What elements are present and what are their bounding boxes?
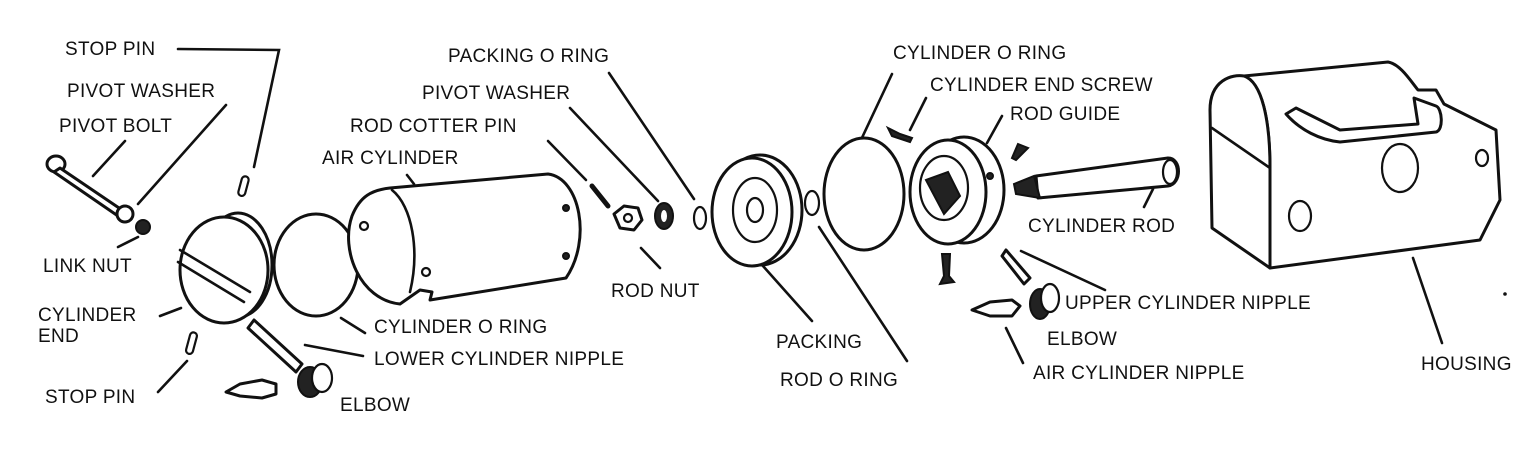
rod-guide-part (908, 135, 1006, 246)
label-link-nut: LINK NUT (43, 256, 132, 277)
pivot-bolt-part (45, 154, 151, 235)
lower-nipple-elbow-part (224, 318, 334, 400)
label-rod-o-ring: ROD O RING (780, 370, 899, 391)
cylinder-end-screw-part (885, 125, 914, 144)
label-cylinder-end-line1: CYLINDER (38, 305, 137, 326)
label-cylinder-end-line2: END (38, 326, 80, 347)
packing-o-ring-part (692, 205, 708, 231)
housing-part (1208, 60, 1507, 296)
label-elbow-right: ELBOW (1047, 329, 1118, 350)
leader-cylinder-o-ring-lower (339, 316, 367, 335)
label-cylinder-end-screw: CYLINDER END SCREW (930, 75, 1153, 96)
leader-pivot-washer-mid (568, 106, 660, 203)
leader-link-nut (116, 235, 140, 249)
stop-pin-top-part (237, 175, 250, 198)
cylinder-rod-part (1012, 156, 1180, 200)
leader-cylinder-o-ring-upper (858, 72, 894, 144)
upper-nipple-elbow-part (970, 248, 1061, 320)
leader-lower-cylinder-nipple (303, 343, 365, 358)
leader-upper-cylinder-nipple (1019, 249, 1107, 292)
rod-o-ring-part (803, 189, 821, 217)
leader-stop-pin-top (176, 47, 281, 169)
rod-guide-screw-part (1010, 142, 1030, 162)
leader-stop-pin-bottom (156, 359, 189, 394)
label-pivot-bolt: PIVOT BOLT (59, 116, 173, 137)
leader-lines (91, 47, 1444, 394)
stop-pin-bottom-part (184, 331, 199, 355)
label-pivot-washer-left: PIVOT WASHER (67, 81, 216, 102)
label-air-cylinder-nipple: AIR CYLINDER NIPPLE (1033, 363, 1245, 384)
air-cylinder-part (347, 172, 582, 306)
label-housing: HOUSING (1421, 354, 1512, 375)
label-cylinder-o-ring-upper: CYLINDER O RING (893, 43, 1067, 64)
leader-air-cylinder (405, 173, 416, 186)
leader-air-cylinder-nipple (1004, 326, 1025, 365)
label-cylinder-o-ring-lower: CYLINDER O RING (374, 317, 548, 338)
label-pivot-washer-mid: PIVOT WASHER (422, 83, 571, 104)
leader-rod-guide (985, 114, 1004, 145)
cylinder-o-ring-upper-part (822, 136, 906, 252)
label-upper-cylinder-nipple: UPPER CYLINDER NIPPLE (1065, 293, 1311, 314)
label-rod-nut: ROD NUT (611, 281, 700, 302)
cylinder-o-ring-lower-part (272, 212, 360, 318)
leader-rod-nut (639, 246, 662, 270)
cylinder-end-part (176, 211, 274, 325)
label-elbow-left: ELBOW (340, 395, 411, 416)
label-rod-cotter-pin: ROD COTTER PIN (350, 116, 517, 137)
label-lower-cylinder-nipple: LOWER CYLINDER NIPPLE (374, 349, 625, 370)
label-air-cylinder: AIR CYLINDER (322, 148, 459, 169)
leader-cylinder-end (158, 306, 183, 318)
leader-packing-o-ring (607, 71, 696, 201)
leader-cylinder-end-screw (908, 96, 928, 132)
label-packing-o-ring: PACKING O RING (448, 46, 610, 67)
leader-housing (1411, 256, 1444, 345)
leader-rod-cotter-pin (546, 139, 588, 182)
leader-pivot-bolt (91, 139, 127, 178)
rod-nut-part (612, 204, 644, 232)
leader-packing (761, 264, 814, 323)
leader-cylinder-rod (1142, 187, 1155, 209)
label-stop-pin-bottom: STOP PIN (45, 387, 136, 408)
label-stop-pin-top: STOP PIN (65, 39, 156, 60)
label-packing: PACKING (776, 332, 863, 353)
label-rod-guide: ROD GUIDE (1010, 104, 1121, 125)
leader-rod-o-ring (817, 225, 909, 363)
rod-cotter-pin-part (589, 183, 611, 209)
bottom-screw-part (938, 253, 956, 286)
leader-pivot-washer-left (136, 103, 228, 206)
label-cylinder-rod: CYLINDER ROD (1028, 216, 1176, 237)
packing-part (710, 153, 804, 268)
